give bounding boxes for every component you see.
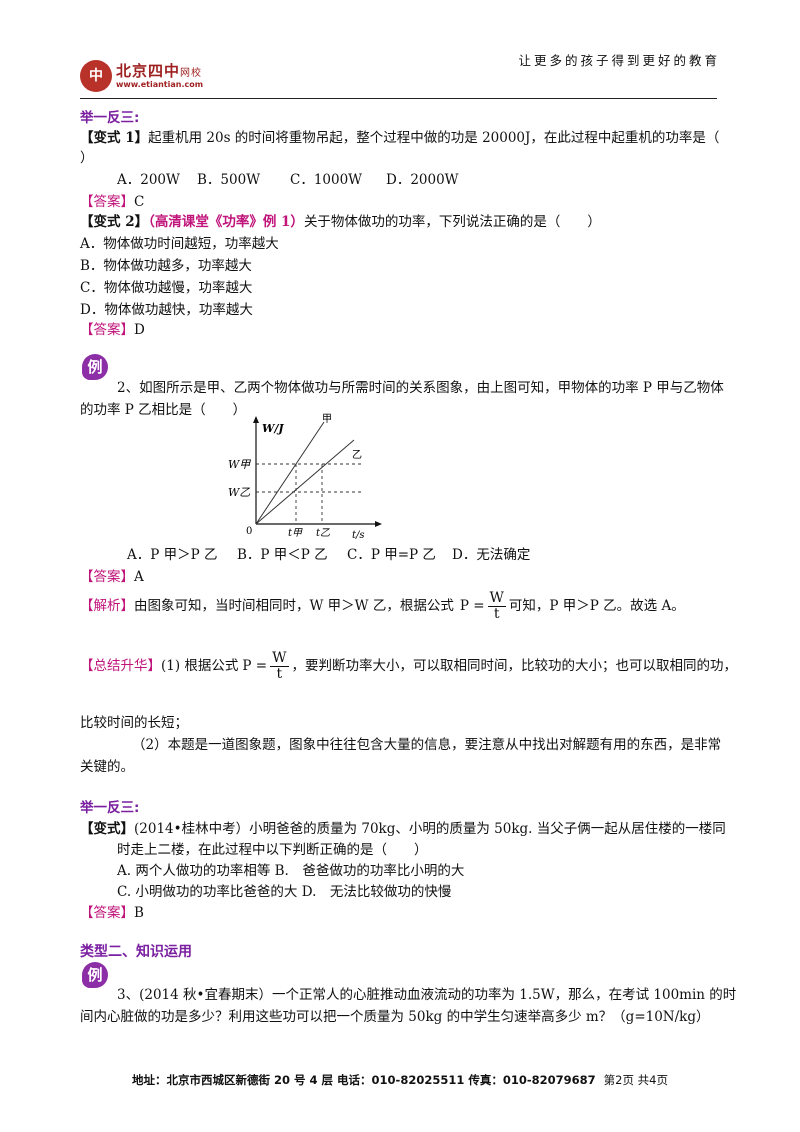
logo-sub: 网校 bbox=[180, 68, 203, 79]
summary-line-4: 关键的。 bbox=[80, 759, 134, 775]
variant-answer: 【答案】B bbox=[80, 901, 144, 921]
analysis-text-b: 可知，P 甲＞P 乙。故选 A。 bbox=[508, 598, 685, 614]
ex2-answer: 【答案】A bbox=[80, 565, 144, 585]
t-yi-label: t乙 bbox=[316, 528, 330, 539]
ex2-option-d: D．无法确定 bbox=[452, 547, 531, 563]
y-axis-label: W/J bbox=[262, 422, 284, 435]
example-3-line1: 3、(2014 秋•宜春期末）一个正常人的心脏推动血液流动的功率为 1.5W，那… bbox=[117, 987, 737, 1003]
v2-option-c: C．物体做功越慢，功率越大 bbox=[80, 280, 253, 296]
example-2-line1: 2、如图所示是甲、乙两个物体做功与所需时间的关系图象，由上图可知，甲物体的功率 … bbox=[117, 380, 724, 396]
line-jia bbox=[255, 421, 325, 525]
work-time-graph: W/J t/s 0 甲 乙 W甲 W乙 t甲 t乙 bbox=[228, 414, 382, 540]
variant-options-2: C. 小明做功的功率比爸爸的大 D. 无法比较做功的快慢 bbox=[117, 884, 452, 900]
variant-1-text: 起重机用 20s 的时间将重物吊起，整个过程中做的功是 20000J，在此过程中… bbox=[148, 130, 720, 146]
answer-value: A bbox=[134, 569, 144, 585]
origin-label: 0 bbox=[246, 526, 252, 537]
answer-tag: 【答案】 bbox=[80, 322, 134, 338]
variant-2-answer: 【答案】D bbox=[80, 318, 145, 338]
answer-tag: 【答案】 bbox=[80, 569, 134, 585]
v2-option-b: B．物体做功越多，功率越大 bbox=[80, 258, 252, 274]
variant-text-2: 时走上二楼，在此过程中以下判断正确的是（ ） bbox=[117, 842, 428, 858]
variant-2-text: 关于物体做功的功率，下列说法正确的是（ ） bbox=[303, 214, 601, 230]
summary-line-3: （2）本题是一道图象题，图象中往往包含大量的信息，要注意从中找出对解题有用的东西… bbox=[132, 737, 722, 753]
header-rule bbox=[80, 98, 717, 99]
answer-value: C bbox=[134, 194, 145, 210]
ex2-option-c: C．P 甲=P 乙 bbox=[347, 547, 436, 563]
logo-emblem-icon: 中 bbox=[80, 60, 112, 92]
summary-line-2: 比较时间的长短； bbox=[80, 715, 188, 731]
ex2-option-b: B．P 甲＜P 乙 bbox=[237, 547, 328, 563]
type-heading: 类型二、知识运用 bbox=[80, 944, 192, 960]
variant-1-tag: 【变式 1】 bbox=[80, 130, 149, 146]
variant-tag: 【变式】 bbox=[80, 821, 134, 837]
variant-1-question: 【变式 1】起重机用 20s 的时间将重物吊起，整个过程中做的功是 20000J… bbox=[80, 126, 719, 146]
example-3-line2: 间内心脏做的功是多少？利用这些功可以把一个质量为 50kg 的中学生匀速举高多少… bbox=[80, 1009, 710, 1025]
variant-2-tag: 【变式 2】 bbox=[80, 214, 149, 230]
logo-url: www.etiantian.com bbox=[116, 80, 204, 89]
summary-tag: 【总结升华】 bbox=[80, 658, 161, 674]
variant-1-paren: ） bbox=[80, 150, 94, 166]
variant-2-question: 【变式 2】（高清课堂《功率》例 1）关于物体做功的功率，下列说法正确的是（ ） bbox=[80, 210, 601, 230]
option-b: B．500W bbox=[197, 172, 261, 188]
variant-text-1: (2014•桂林中考）小明爸爸的质量为 70kg、小明的质量为 50kg. 当父… bbox=[134, 821, 726, 837]
v2-option-a: A．物体做功时间越短，功率越大 bbox=[80, 236, 279, 252]
x-axis-label: t/s bbox=[352, 530, 365, 540]
answer-value: D bbox=[134, 322, 145, 338]
example-2-line2: 的功率 P 乙相比是（ ） bbox=[80, 402, 247, 418]
w-yi-label: W乙 bbox=[228, 486, 250, 499]
answer-value: B bbox=[134, 905, 144, 921]
line-jia-label: 甲 bbox=[322, 414, 332, 425]
page-number: 第2页 共4页 bbox=[603, 1073, 668, 1087]
example-badge-icon: 例 bbox=[82, 962, 108, 988]
option-a: A．200W bbox=[117, 172, 180, 188]
option-c: C．1000W bbox=[290, 172, 363, 188]
summary-text-a: (1) 根据公式 bbox=[161, 658, 239, 674]
summary-text-b: ，要判断功率大小，可以取相同时间，比较功的大小；也可以取相同的功， bbox=[291, 658, 738, 674]
line-yi-label: 乙 bbox=[352, 449, 362, 461]
option-d: D．2000W bbox=[386, 172, 459, 188]
t-jia-label: t甲 bbox=[288, 528, 303, 539]
page-footer: 地址：北京市西城区新德街 20 号 4 层 电话：010-82025511 传真… bbox=[0, 1072, 800, 1088]
answer-tag: 【答案】 bbox=[80, 194, 134, 210]
site-logo: 中 北京四中网校 www.etiantian.com bbox=[80, 58, 240, 98]
variant-options-1: A. 两个人做功的功率相等 B. 爸爸做功的功率比小明的大 bbox=[117, 863, 465, 879]
variant-2-source: （高清课堂《功率》例 1） bbox=[148, 214, 304, 230]
variant-question: 【变式】(2014•桂林中考）小明爸爸的质量为 70kg、小明的质量为 50kg… bbox=[80, 817, 726, 837]
line-yi bbox=[255, 439, 355, 525]
formula-p: P = bbox=[459, 598, 485, 614]
w-jia-label: W甲 bbox=[228, 458, 251, 471]
section-heading-2: 举一反三: bbox=[80, 800, 140, 816]
header-slogan: 让更多的孩子得到更好的教育 bbox=[518, 53, 720, 68]
variant-1-answer: 【答案】C bbox=[80, 190, 144, 210]
analysis-tag: 【解析】 bbox=[80, 598, 134, 614]
ex2-option-a: A．P 甲＞P 乙 bbox=[127, 547, 218, 563]
analysis-text-a: 由图象可知，当时间相同时，W 甲＞W 乙，根据公式 bbox=[134, 598, 454, 614]
v2-option-d: D．物体做功越快，功率越大 bbox=[80, 302, 253, 318]
section-heading: 举一反三: bbox=[80, 110, 140, 126]
logo-name: 北京四中 bbox=[116, 62, 181, 80]
example-badge-icon: 例 bbox=[82, 354, 108, 380]
footer-address: 地址：北京市西城区新德街 20 号 4 层 电话：010-82025511 传真… bbox=[132, 1073, 596, 1087]
answer-tag: 【答案】 bbox=[80, 905, 134, 921]
